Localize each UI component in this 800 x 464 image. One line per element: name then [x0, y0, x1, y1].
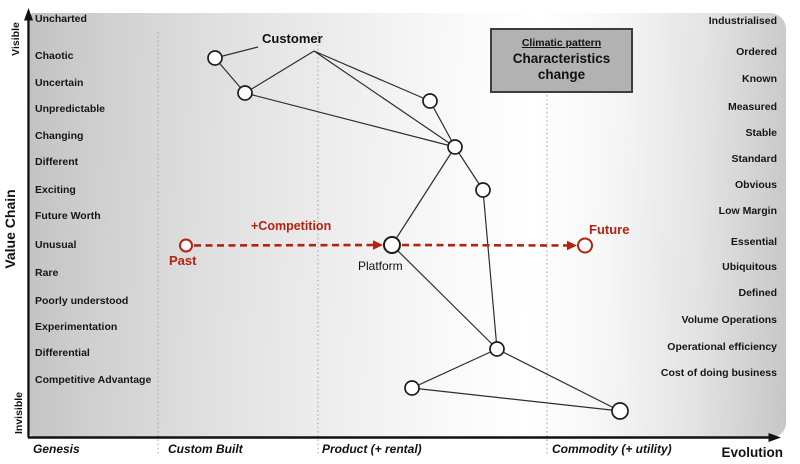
y-axis-arrowhead: [24, 8, 33, 21]
right-characteristic-0: Industrialised: [708, 15, 777, 27]
left-characteristic-12: Differential: [35, 347, 90, 359]
map-node-future: [577, 237, 593, 254]
map-node-past: [179, 238, 193, 253]
left-characteristic-9: Rare: [35, 267, 59, 279]
plot-background-gradient: [30, 13, 786, 437]
left-characteristic-5: Different: [35, 156, 79, 168]
map-node-point-6: [489, 341, 505, 357]
map-node-point-3: [422, 93, 438, 109]
right-characteristic-9: Ubiquitous: [722, 261, 777, 273]
right-characteristic-8: Essential: [730, 236, 777, 248]
left-characteristic-7: Future Worth: [35, 210, 101, 222]
right-characteristic-11: Volume Operations: [681, 314, 778, 326]
edge-point-2-point-4: [244, 92, 456, 148]
y-axis-bottom-caption: Invisible: [13, 391, 25, 435]
stage-boundaries: [157, 32, 548, 455]
edge-point-3-point-4: [429, 100, 456, 148]
map-edges: [214, 46, 621, 412]
edge-point-5-point-6: [482, 189, 498, 350]
edge-point-2-customer-anchor: [244, 50, 315, 94]
map-node-point-2: [237, 85, 253, 101]
flow-dashed-line-0: [193, 243, 375, 247]
competition-label: +Competition: [251, 219, 332, 233]
left-characteristic-0: Uncharted: [35, 13, 87, 25]
climatic-pattern-box: Climatic pattern Characteristics change: [490, 28, 633, 93]
left-characteristic-6: Exciting: [35, 184, 76, 196]
stage-label-2: Product (+ rental): [322, 442, 422, 456]
x-axis-title: Evolution: [721, 445, 784, 460]
stage-label-1: Custom Built: [168, 442, 243, 456]
left-characteristic-3: Unpredictable: [35, 103, 106, 115]
left-characteristic-2: Uncertain: [35, 77, 84, 89]
right-characteristic-3: Measured: [727, 101, 777, 113]
left-characteristic-11: Experimentation: [35, 321, 118, 333]
climatic-pattern-body: Characteristics change: [512, 51, 611, 83]
evolution-flow-arrows: [193, 240, 577, 251]
evolution-axis: [28, 433, 781, 442]
right-characteristic-1: Ordered: [736, 46, 777, 58]
edge-customer-anchor-point-4: [313, 50, 456, 148]
map-node-platform: [383, 236, 401, 254]
edge-point-6-point-8: [496, 348, 621, 412]
customer-node-label: Customer: [262, 31, 323, 46]
edge-point-6-point-7: [411, 348, 498, 389]
edge-point-7-point-8: [411, 387, 621, 412]
stage-label-3: Commodity (+ utility): [552, 442, 672, 456]
edge-customer-anchor-point-3: [313, 50, 431, 102]
edge-platform-point-6: [391, 244, 498, 350]
x-axis-arrowhead: [768, 433, 781, 442]
climatic-pattern-title: Climatic pattern: [521, 37, 602, 49]
stage-label-0: Genesis: [33, 442, 80, 456]
map-node-point-1: [207, 50, 223, 66]
right-characteristic-6: Obvious: [734, 179, 777, 191]
left-characteristic-8: Unusual: [35, 239, 77, 251]
flow-arrowhead-0: [373, 240, 383, 250]
right-characteristic-5: Standard: [731, 153, 777, 165]
map-node-point-5: [475, 182, 491, 198]
left-characteristic-4: Changing: [35, 130, 84, 142]
map-node-point-8: [611, 402, 629, 420]
right-characteristic-2: Known: [742, 73, 777, 85]
past-label: Past: [169, 253, 197, 268]
value-chain-axis: [24, 8, 33, 438]
flow-dashed-line-1: [401, 243, 569, 247]
map-node-point-4: [447, 139, 463, 155]
right-characteristic-10: Defined: [738, 287, 777, 299]
platform-node-label: Platform: [358, 259, 403, 273]
y-axis-title: Value Chain: [2, 189, 18, 269]
right-characteristic-12: Operational efficiency: [667, 341, 777, 353]
map-node-point-7: [404, 380, 420, 396]
future-label: Future: [589, 222, 630, 237]
map-nodes: [179, 50, 629, 420]
y-axis-top-caption: Visible: [10, 22, 22, 56]
left-characteristic-10: Poorly understood: [35, 295, 129, 307]
right-characteristic-4: Stable: [745, 127, 777, 139]
left-characteristic-1: Chaotic: [35, 50, 74, 62]
right-characteristic-7: Low Margin: [718, 205, 777, 217]
right-characteristic-13: Cost of doing business: [660, 367, 777, 379]
edge-point-4-platform: [391, 146, 456, 246]
left-characteristic-13: Competitive Advantage: [35, 374, 152, 386]
flow-arrowhead-1: [567, 240, 577, 251]
edge-point-4-point-5: [454, 146, 484, 191]
